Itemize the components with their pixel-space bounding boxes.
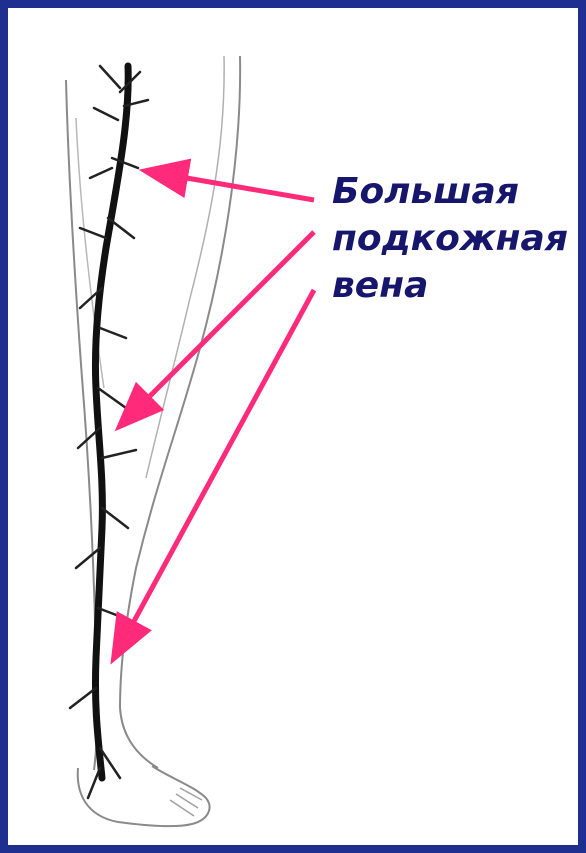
leg-outline-right — [120, 56, 240, 768]
leg-inner-line — [146, 56, 224, 478]
vein-label-line-3: вена — [332, 262, 572, 309]
vein-branches — [70, 66, 148, 798]
arrow-to-calf — [114, 290, 314, 658]
arrow-to-knee — [120, 232, 314, 426]
vein-label-line-1: Большая — [332, 168, 572, 215]
arrow-to-thigh — [146, 171, 314, 200]
vein-label-line-2: подкожная — [332, 215, 572, 262]
leg-illustration — [8, 8, 578, 845]
vein-label: Большая подкожная вена — [332, 168, 572, 309]
